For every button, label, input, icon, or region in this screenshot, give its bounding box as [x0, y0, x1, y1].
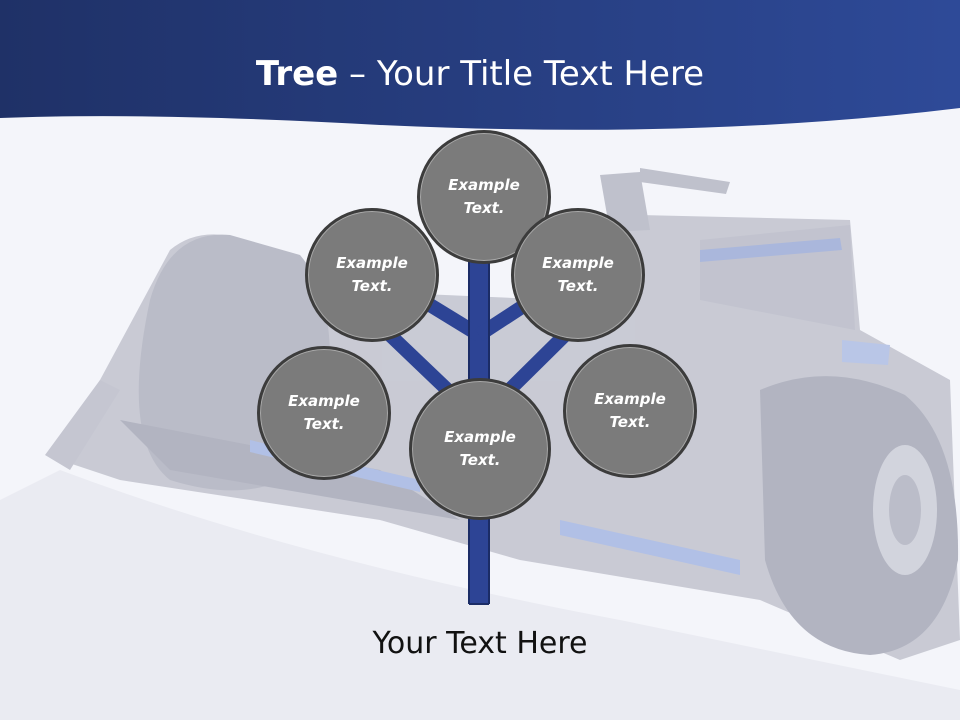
node-text-line1: Example	[444, 428, 516, 446]
footer-text: Your Text Here	[372, 626, 588, 661]
node-text-line1: Example	[336, 254, 408, 272]
title-bold: Tree	[255, 54, 339, 94]
node-text-line1: Example	[542, 254, 614, 272]
node-text-line2: Text.	[459, 451, 501, 469]
node-text-line2: Text.	[609, 413, 651, 431]
header-band	[0, 0, 960, 130]
node-text-line2: Text.	[351, 277, 393, 295]
node-text-line2: Text.	[557, 277, 599, 295]
node-text-line1: Example	[448, 176, 520, 194]
page-title: Tree – Your Title Text Here	[0, 52, 960, 96]
node-text-line2: Text.	[463, 199, 505, 217]
node-text-line2: Text.	[303, 415, 345, 433]
node-text-line1: Example	[594, 390, 666, 408]
title-rest: – Your Title Text Here	[338, 54, 705, 94]
node-text-line1: Example	[288, 392, 360, 410]
